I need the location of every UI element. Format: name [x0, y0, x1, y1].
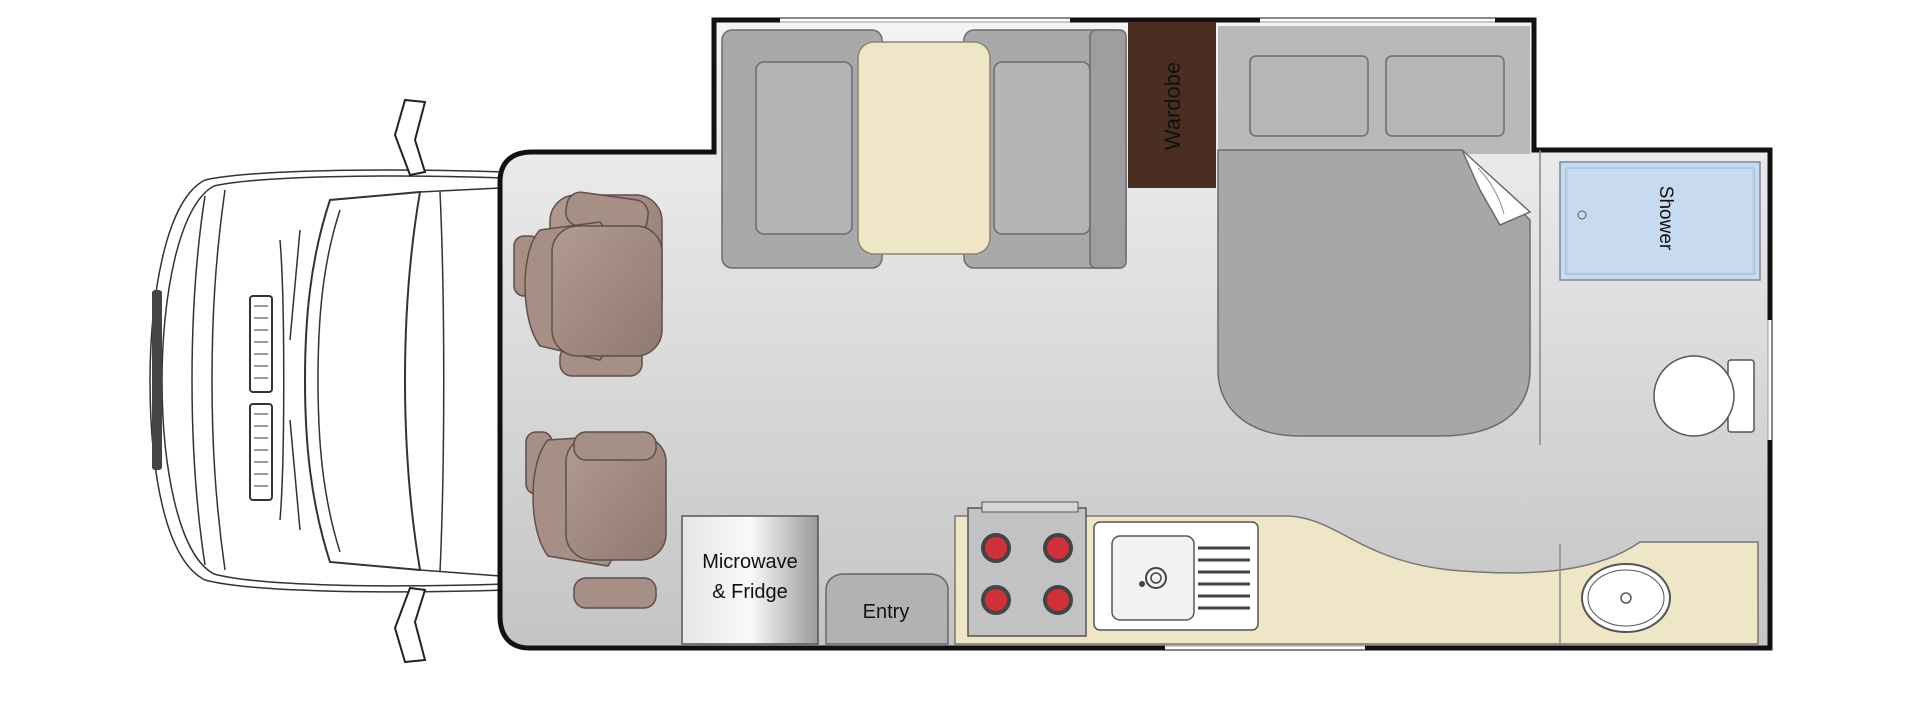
mirror-bottom-icon [393, 586, 427, 664]
hob-burners [981, 533, 1073, 615]
entry-label: Entry [863, 601, 910, 623]
cab-seat-passenger [525, 431, 667, 609]
hob [967, 507, 1087, 637]
toilet-icon [1653, 355, 1735, 437]
shower-drain-icon [1577, 210, 1587, 220]
appliance-label-line2: & Fridge [712, 581, 788, 603]
dinette [721, 29, 1127, 269]
burner-icon [981, 585, 1011, 615]
burner-icon [1043, 585, 1073, 615]
bed [1217, 26, 1532, 437]
wardrobe: Wardobe [1128, 22, 1216, 188]
kitchen [954, 501, 1759, 645]
sink-bowl [1111, 535, 1195, 621]
burner-icon [1043, 533, 1073, 563]
cab-seat-driver [513, 191, 663, 377]
drainer-grooves [1198, 546, 1250, 610]
microwave-fridge: Microwave & Fridge [681, 515, 819, 645]
entry-step[interactable]: Entry [825, 573, 949, 645]
basin-icon [1581, 563, 1671, 633]
shower-tray [1559, 161, 1761, 281]
front-grille [152, 290, 273, 501]
bathroom: Shower [1539, 150, 1761, 445]
dining-table [857, 41, 991, 255]
sink-drain-icon [1145, 567, 1167, 589]
mirror-top-icon [393, 98, 427, 177]
cab [149, 169, 506, 593]
pillow-left [1249, 55, 1369, 137]
mattress [1217, 149, 1531, 437]
appliance-label-line1: Microwave [702, 551, 798, 573]
wardrobe-label: Wardobe [1160, 62, 1185, 150]
cab-body-outline [149, 169, 506, 593]
windscreen [303, 190, 422, 572]
shower-label: Shower [1655, 186, 1676, 251]
pillow-right [1385, 55, 1505, 137]
burner-icon [981, 533, 1011, 563]
